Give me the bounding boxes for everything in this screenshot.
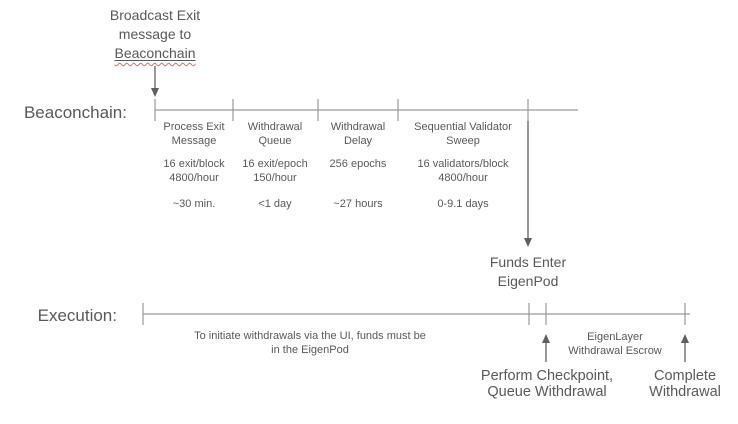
- beaconchain-word: Beaconchain: [110, 44, 200, 63]
- segment-title-line: Message: [171, 135, 217, 147]
- execution-row-label: Execution:: [37, 306, 117, 325]
- annotation-line: message to: [118, 26, 192, 42]
- timeline-segment: Withdrawal Queue 16 exit/epoch 150/hour …: [209, 120, 341, 211]
- timeline-segment: Withdrawal Delay 256 epochs ~27 hours: [292, 120, 424, 211]
- segment-duration: ~30 min.: [172, 198, 216, 210]
- beaconchain-row-label: Beaconchain:: [23, 103, 127, 122]
- timeline-segment: Sequential Validator Sweep 16 validators…: [397, 120, 529, 211]
- funds-enter-eigenpod-label: Funds Enter EigenPod: [490, 253, 566, 291]
- segment-duration: 0-9.1 days: [437, 198, 489, 210]
- segment-rate-line: 4800/hour: [438, 172, 488, 184]
- segment-duration: <1 day: [258, 198, 292, 210]
- segment-rate: 16 validators/block 4800/hour: [397, 157, 529, 197]
- segment-title-line: Sweep: [446, 135, 480, 147]
- label-line: Funds Enter: [489, 254, 567, 270]
- segment-rate-line: 16 validators/block: [417, 158, 509, 170]
- segment-title: Withdrawal Queue: [209, 120, 341, 157]
- segment-rate-line: 150/hour: [253, 172, 297, 184]
- broadcast-down-arrow-icon: [151, 66, 159, 97]
- segment-title: Withdrawal Delay: [292, 120, 424, 157]
- segment-rate-line: 16 exit/block: [163, 158, 225, 170]
- segment-rate: 16 exit/epoch 150/hour: [209, 157, 341, 197]
- segment-title-line: Delay: [343, 135, 373, 147]
- segment-rate: 256 epochs: [292, 157, 424, 197]
- segment-title-line: Withdrawal: [330, 121, 386, 133]
- label-line: Complete: [653, 368, 717, 384]
- note-line: in the EigenPod: [271, 344, 349, 356]
- beaconchain-timeline: [154, 99, 578, 121]
- label-line: Perform Checkpoint,: [480, 368, 614, 384]
- note-line: To initiate withdrawals via the UI, fund…: [194, 330, 426, 342]
- annotation-line: Broadcast Exit: [109, 7, 201, 23]
- segment-rate-line: 256 epochs: [329, 158, 387, 170]
- timeline-segment: Process Exit Message 16 exit/block 4800/…: [128, 120, 260, 211]
- execution-timeline: [142, 303, 690, 325]
- perform-checkpoint-label: Perform Checkpoint, Queue Withdrawal: [480, 368, 614, 400]
- label-line: EigenPod: [497, 273, 559, 289]
- complete-withdrawal-label: Complete Withdrawal: [649, 368, 721, 400]
- segment-rate: 16 exit/block 4800/hour: [128, 157, 260, 197]
- segment-rate-line: 4800/hour: [169, 172, 219, 184]
- label-line: Withdrawal: [649, 383, 721, 400]
- label-line: Withdrawal Escrow: [568, 345, 662, 357]
- annotation-line: Beaconchain: [114, 45, 196, 61]
- segment-duration: ~27 hours: [333, 198, 383, 210]
- execution-note: To initiate withdrawals via the UI, fund…: [194, 329, 426, 357]
- segment-title-line: Queue: [258, 135, 292, 147]
- segment-title: Sequential Validator Sweep: [397, 120, 529, 157]
- segment-title: Process Exit Message: [128, 120, 260, 157]
- segment-title-line: Withdrawal: [247, 121, 303, 133]
- segment-title-line: Sequential Validator: [414, 121, 512, 133]
- label-line: Queue Withdrawal: [487, 383, 607, 400]
- eigenlayer-escrow-label: EigenLayer Withdrawal Escrow: [568, 330, 662, 358]
- segment-title-line: Process Exit: [163, 121, 225, 133]
- funds-down-arrow-icon: [524, 121, 532, 247]
- segment-rate-line: 16 exit/epoch: [242, 158, 308, 170]
- label-line: EigenLayer: [587, 331, 643, 343]
- broadcast-exit-annotation: Broadcast Exit message to Beaconchain: [110, 6, 200, 63]
- checkpoint-up-arrow-icon: [542, 334, 550, 362]
- complete-up-arrow-icon: [681, 334, 689, 362]
